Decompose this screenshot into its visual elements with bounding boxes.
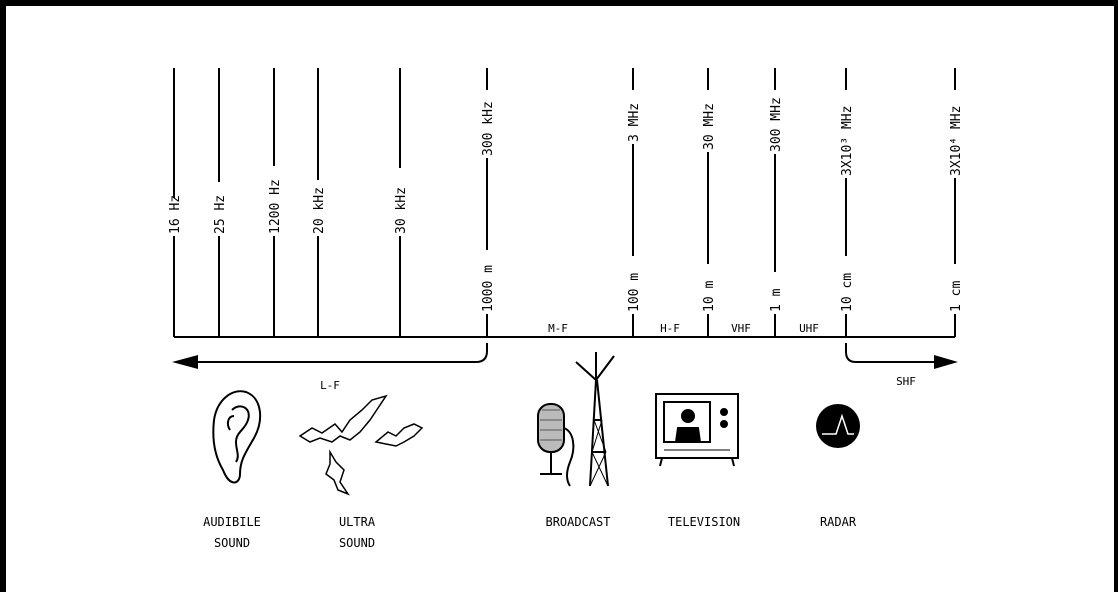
freq-label-25hz: 25 Hz [213, 195, 228, 234]
band-label-uhf: UHF [799, 322, 819, 335]
wave-label-1000m: 1000 m [481, 265, 496, 312]
freq-label-300mhz: 300 MHz [769, 97, 784, 152]
band-label-mf: M-F [548, 322, 568, 335]
shf-arrow [846, 343, 958, 369]
wave-label-10m: 10 m [702, 281, 717, 312]
freq-label-1200hz: 1200 Hz [268, 179, 283, 234]
wave-label-1cm: 1 cm [949, 281, 964, 312]
caption-audible-line1: AUDIBILE [203, 515, 261, 529]
wave-label-1m: 1 m [769, 288, 784, 312]
freq-label-3mhz: 3 MHz [627, 103, 642, 142]
caption-audible-line2: SOUND [214, 536, 250, 550]
band-label-vhf: VHF [731, 322, 751, 335]
freq-label-30mhz: 30 MHz [702, 103, 717, 150]
lf-label: L-F [320, 379, 340, 392]
freq-label-3e4mhz: 3X10⁴ MHz [949, 106, 964, 176]
freq-label-16hz: 16 Hz [168, 195, 183, 234]
wave-label-100m: 100 m [627, 273, 642, 312]
radar-icon [816, 404, 860, 448]
caption-broadcast: BROADCAST [545, 515, 610, 529]
caption-ultra-line1: ULTRA [339, 515, 376, 529]
caption-television: TELEVISION [668, 515, 740, 529]
lf-arrow [172, 343, 487, 369]
shf-label: SHF [896, 375, 916, 388]
ear-icon [213, 391, 260, 482]
bat-icon [300, 396, 422, 494]
freq-label-300khz: 300 kHz [481, 101, 496, 156]
wave-label-10cm: 10 cm [840, 273, 855, 312]
band-label-hf: H-F [660, 322, 680, 335]
television-icon [656, 394, 738, 466]
caption-radar: RADAR [820, 515, 857, 529]
caption-ultra-line2: SOUND [339, 536, 375, 550]
broadcast-icon [538, 352, 614, 486]
freq-label-30khz: 30 kHz [394, 187, 409, 234]
freq-label-20khz: 20 kHz [312, 187, 327, 234]
freq-label-3e3mhz: 3X10³ MHz [840, 106, 855, 176]
